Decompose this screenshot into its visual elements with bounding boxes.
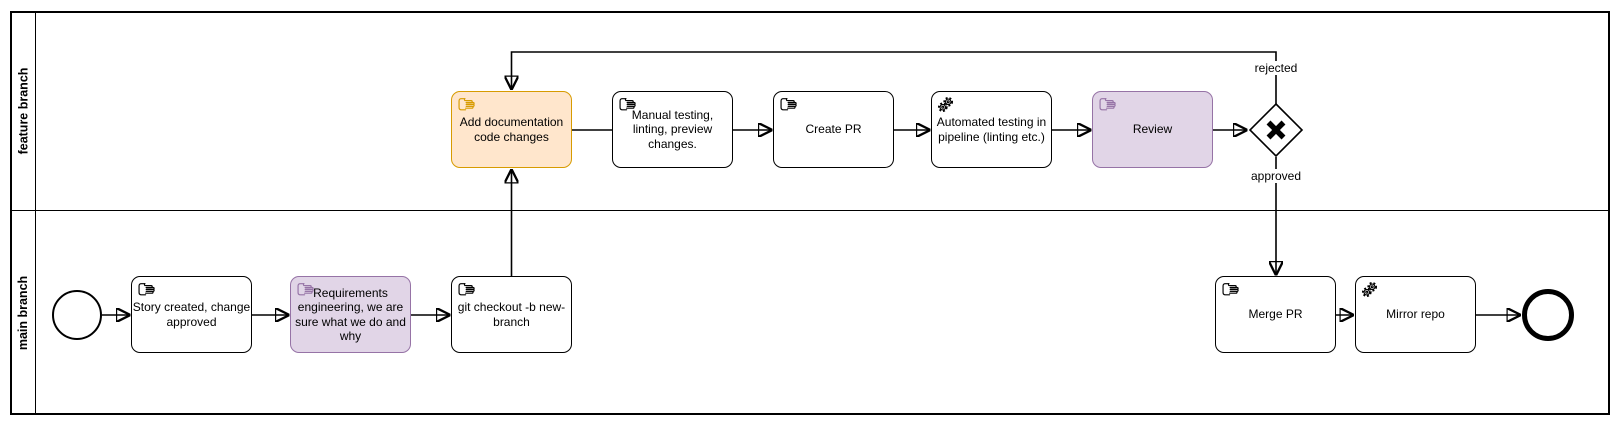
task-merge-pr[interactable]: Merge PR [1215,276,1336,353]
lane-feature-branch[interactable]: feature branch [10,11,36,210]
flow-label-rejected: rejected [1251,61,1301,75]
task-story-created[interactable]: Story created, change approved [131,276,252,353]
task-label: Mirror repo [1386,307,1445,322]
manual-task-icon [458,282,476,297]
lane-main-branch-label: main branch [16,275,31,350]
manual-task-icon [619,97,637,112]
manual-task-icon [780,97,798,112]
manual-task-icon [297,282,315,297]
task-label: Merge PR [1248,307,1303,322]
task-mirror-repo[interactable]: Mirror repo [1355,276,1476,353]
lane-feature-branch-label: feature branch [16,67,30,154]
xor-icon [1266,120,1286,140]
manual-task-icon [138,282,156,297]
task-manual-testing[interactable]: Manual testing, linting, preview changes… [612,91,733,168]
task-label: Add documentation code changes [459,115,564,144]
manual-task-icon [1099,97,1117,112]
end-event[interactable] [1522,289,1574,341]
exclusive-gateway[interactable] [1248,102,1304,158]
service-task-icon [1361,281,1378,298]
lane-main-branch[interactable]: main branch [10,210,36,415]
task-label: git checkout -b new-branch [457,300,566,329]
manual-task-icon [1222,282,1240,297]
service-task-icon [937,96,954,113]
task-label: Review [1132,122,1173,137]
task-label: Automated testing in pipeline (linting e… [936,115,1047,144]
lane-label-column [10,11,36,415]
task-label: Manual testing, linting, preview changes… [631,107,714,151]
pool [10,11,1610,415]
task-requirements-engineering[interactable]: Requirements engineering, we are sure wh… [290,276,411,353]
lane-divider [10,210,1610,211]
task-label: Requirements engineering, we are sure wh… [295,285,406,344]
task-review[interactable]: Review [1092,91,1213,168]
task-automated-testing[interactable]: Automated testing in pipeline (linting e… [931,91,1052,168]
flow-label-approved: approved [1247,169,1305,183]
task-add-documentation-code-changes[interactable]: Add documentation code changes [451,91,572,168]
task-git-checkout[interactable]: git checkout -b new-branch [451,276,572,353]
manual-task-icon [458,97,476,112]
task-create-pr[interactable]: Create PR [773,91,894,168]
start-event[interactable] [52,290,102,340]
task-label: Create PR [805,122,862,137]
task-label: Story created, change approved [132,300,251,329]
